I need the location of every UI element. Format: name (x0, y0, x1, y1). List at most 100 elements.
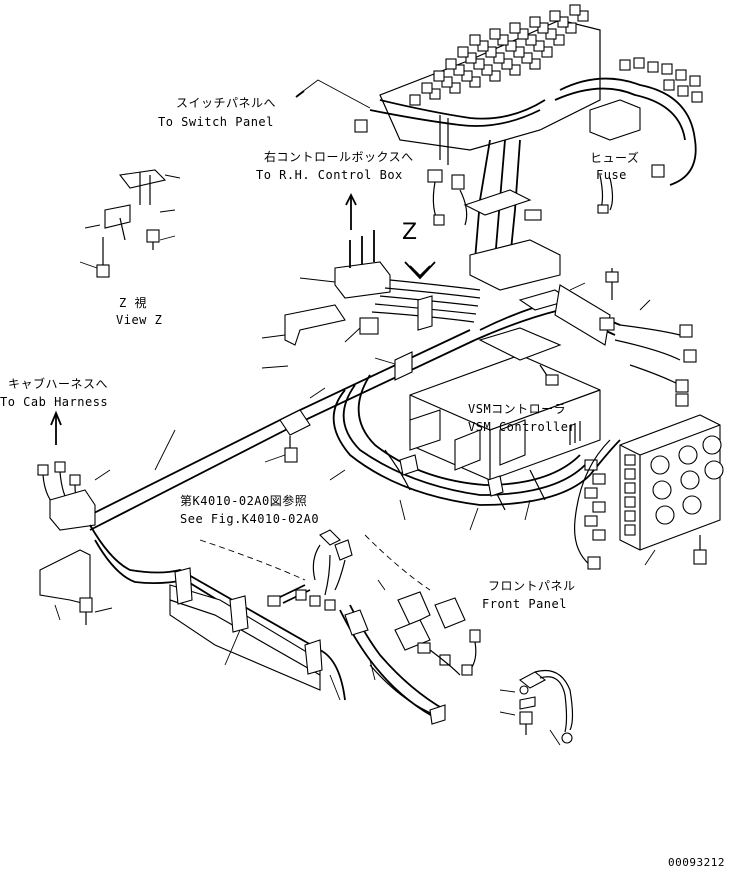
relay-cell (489, 70, 501, 82)
see-fig-label-en: See Fig.K4010-02A0 (180, 512, 320, 526)
panel-hole (682, 495, 702, 515)
fuse-connector (677, 85, 689, 97)
rh-control-box-label-en: To R.H. Control Box (256, 168, 403, 182)
relay-cell (445, 58, 457, 70)
relay-cell (429, 88, 441, 100)
panel-hole (652, 480, 672, 500)
panel-hole (680, 470, 700, 490)
panel-connector (584, 515, 598, 527)
relay-cell (537, 22, 549, 34)
panel-connector (624, 468, 636, 480)
vsm-controller-label-en: VSM Controller (468, 420, 577, 434)
lower-left-harness (39, 524, 346, 701)
relay-block (354, 4, 601, 165)
fuse-connector (619, 59, 631, 71)
relay-cell (453, 64, 465, 76)
relay-cell (441, 76, 453, 88)
relay-cell (493, 52, 505, 64)
relay-cell (577, 10, 589, 22)
relay-cell (521, 52, 533, 64)
panel-hole (678, 445, 698, 465)
relay-cell (509, 22, 521, 34)
fuse-connector (633, 57, 645, 69)
relay-cell (409, 94, 421, 106)
relay-cell (473, 58, 485, 70)
relay-cell (469, 34, 481, 46)
relay-cell (553, 34, 565, 46)
lower-harness-loops (329, 374, 621, 531)
relay-cell (525, 34, 537, 46)
front-panel-label-jp: フロントパネル (488, 579, 576, 593)
relay-cell (461, 70, 473, 82)
relay-cell (497, 34, 509, 46)
see-fig-label-jp: 第K4010-02A0図参照 (180, 494, 308, 508)
fuse-box (554, 57, 703, 214)
center-trunk (463, 139, 561, 291)
relay-cell (449, 82, 461, 94)
panel-hole (650, 455, 670, 475)
fuse-connector (689, 75, 701, 87)
relay-cell (513, 46, 525, 58)
relay-cell (481, 64, 493, 76)
relay-cell (529, 16, 541, 28)
panel-hole (655, 505, 675, 525)
panel-connector (624, 496, 636, 508)
relay-cell (569, 4, 581, 16)
relay-cell (477, 40, 489, 52)
relay-cell (565, 22, 577, 34)
cab-harness-label-jp: キャブハーネスへ (8, 377, 109, 391)
panel-connector (592, 473, 606, 485)
control-box-connectors (427, 169, 468, 226)
relay-cell (517, 28, 529, 40)
fuse-connector (647, 61, 659, 73)
vsm-controller-label-jp: VSMコントローラ (468, 402, 567, 416)
see-fig-connectors (199, 529, 353, 611)
switch-panel-label-jp: スイッチパネルへ (176, 96, 277, 110)
relay-cell (457, 46, 469, 58)
view-z-label-en: View Z (116, 313, 163, 327)
fuse-label-jp: ヒューズ (590, 151, 640, 165)
control-box-bracket (261, 192, 391, 369)
switch-panel-leader (295, 79, 371, 109)
fuse-connector (663, 79, 675, 91)
cab-harness-label-en: To Cab Harness (0, 395, 109, 409)
vsm-harness (474, 268, 697, 407)
panel-connector (624, 510, 636, 522)
relay-cell (557, 16, 569, 28)
panel-connector (624, 524, 636, 536)
rh-control-box-label-jp: 右コントロールボックスへ (264, 150, 414, 164)
panel-connector (624, 454, 636, 466)
relay-cell (529, 58, 541, 70)
front-panel (573, 414, 724, 570)
front-panel-harness (339, 534, 481, 725)
relay-cell (489, 28, 501, 40)
panel-connector (592, 501, 606, 513)
panel-connector (592, 529, 606, 541)
panel-connector (624, 482, 636, 494)
relay-cell (549, 10, 561, 22)
cross-bar (79, 329, 476, 531)
view-z-bracket (79, 169, 181, 278)
relay-cell (509, 64, 521, 76)
relay-cell (485, 46, 497, 58)
relay-cell (421, 82, 433, 94)
view-z-letter: Z (402, 220, 418, 245)
relay-cell (505, 40, 517, 52)
view-z-label-jp: Z 視 (119, 296, 147, 310)
relay-cell (469, 76, 481, 88)
switch-panel-label-en: To Switch Panel (158, 115, 274, 129)
cab-harness-connectors (37, 410, 176, 531)
main-harness-bundle (371, 261, 481, 331)
relay-cell (545, 28, 557, 40)
front-panel-label-en: Front Panel (482, 597, 567, 611)
relay-cell (465, 52, 477, 64)
ground-strap (499, 669, 574, 746)
drawing-number: 00093212 (668, 856, 725, 869)
panel-hole (702, 435, 722, 455)
vsm-controller (409, 327, 601, 481)
panel-connector (584, 487, 598, 499)
fuse-connector (661, 63, 673, 75)
relay-cell (541, 46, 553, 58)
